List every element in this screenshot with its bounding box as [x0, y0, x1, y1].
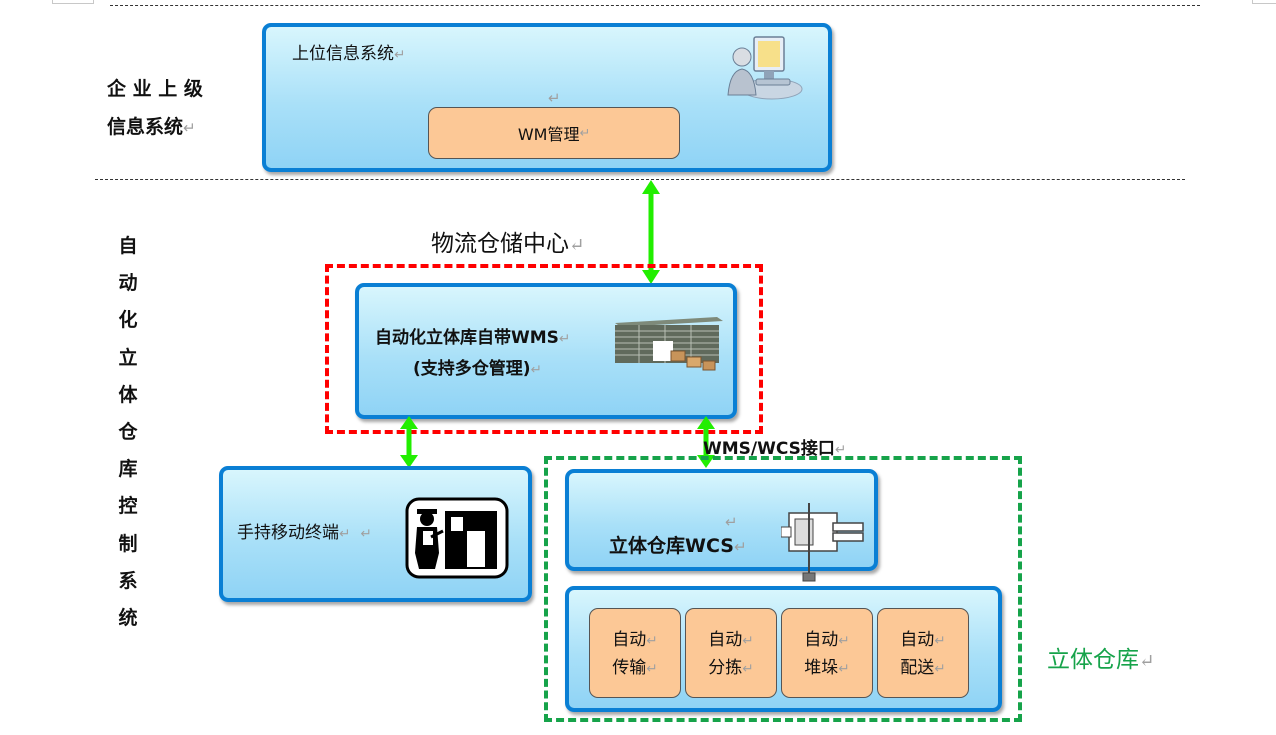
vertical-char: 自 — [118, 235, 138, 257]
paragraph-mark: ↵ — [548, 89, 561, 107]
function-auto-sorting: 自动↵ 分拣↵ — [685, 608, 777, 698]
handheld-worker-icon — [405, 497, 509, 579]
wm-management-label: WM管理 — [517, 125, 580, 144]
enterprise-label-line1: 企 业 上 级 — [107, 78, 203, 100]
warehouse-shelves-icon — [615, 317, 723, 371]
vertical-char: 动 — [118, 272, 138, 295]
arrow-wms-to-handheld — [400, 416, 418, 468]
arrow-upper-to-wms — [642, 180, 660, 284]
handheld-terminal-text: 手持移动终端↵↵ — [237, 523, 372, 543]
paragraph-mark: ↵ — [725, 513, 738, 531]
function-auto-delivery: 自动↵ 配送↵ — [877, 608, 969, 698]
wms-box-text: 自动化立体库自带WMS↵ (支持多仓管理)↵ — [375, 328, 571, 379]
control-device-icon — [781, 503, 864, 582]
vertical-char: 统 — [118, 607, 138, 630]
function-line1: 自动 — [900, 630, 935, 650]
computer-user-icon — [727, 36, 803, 100]
crop-mark-right — [1252, 0, 1276, 4]
vertical-char: 仓 — [118, 421, 138, 444]
vertical-char: 系 — [118, 569, 138, 592]
warehouse-region — [544, 456, 1022, 722]
wms-line2: (支持多仓管理) — [413, 359, 531, 379]
vertical-char: 制 — [118, 532, 138, 555]
warehouse-label: 立体仓库↵ — [1047, 647, 1155, 673]
logistics-center-region — [325, 264, 763, 434]
vertical-char: 控 — [118, 495, 138, 518]
wcs-label: 立体仓库WCS↵ — [609, 535, 747, 557]
function-auto-stacking: 自动↵ 堆垛↵ — [781, 608, 873, 698]
function-line2: 堆垛 — [804, 658, 839, 678]
vertical-char: 立 — [118, 346, 138, 369]
upper-info-system-box: 上位信息系统↵ ↵ WM管理↵ — [262, 23, 832, 172]
wms-box: 自动化立体库自带WMS↵ (支持多仓管理)↵ — [355, 283, 737, 419]
auto-warehouse-control-label: 自 动 化 立 体 仓 库 控 制 系 统 — [111, 228, 145, 637]
wms-line1: 自动化立体库自带WMS — [375, 328, 559, 348]
middle-separator — [95, 179, 1185, 180]
function-line2: 分拣 — [708, 658, 743, 678]
upper-info-system-title: 上位信息系统↵ — [292, 44, 406, 64]
vertical-char: 库 — [118, 458, 138, 481]
function-line2: 传输 — [612, 658, 647, 678]
wms-wcs-interface-label: WMS/WCS接口↵ — [703, 439, 847, 459]
vertical-char: 化 — [118, 309, 138, 332]
handheld-terminal-box: 手持移动终端↵↵ — [219, 466, 532, 602]
function-line1: 自动 — [708, 630, 743, 650]
logistics-center-title: 物流仓储中心↵ — [431, 231, 585, 257]
functions-box: ↵ 自动↵ 传输↵ 自动↵ 分拣↵ 自动↵ 堆垛↵ 自动↵ 配送↵ — [565, 586, 1002, 712]
crop-mark-left — [52, 0, 94, 4]
vertical-char: 体 — [118, 383, 138, 406]
function-line1: 自动 — [612, 630, 647, 650]
wm-management-box: WM管理↵ — [428, 107, 680, 159]
function-auto-transport: 自动↵ 传输↵ — [589, 608, 681, 698]
top-separator — [110, 5, 1200, 6]
function-line2: 配送 — [900, 658, 935, 678]
function-line1: 自动 — [804, 630, 839, 650]
enterprise-label: 企 业 上 级 信息系统↵ — [107, 70, 203, 147]
wcs-box: ↵ 立体仓库WCS↵ — [565, 469, 878, 582]
enterprise-label-line2: 信息系统 — [107, 116, 184, 138]
